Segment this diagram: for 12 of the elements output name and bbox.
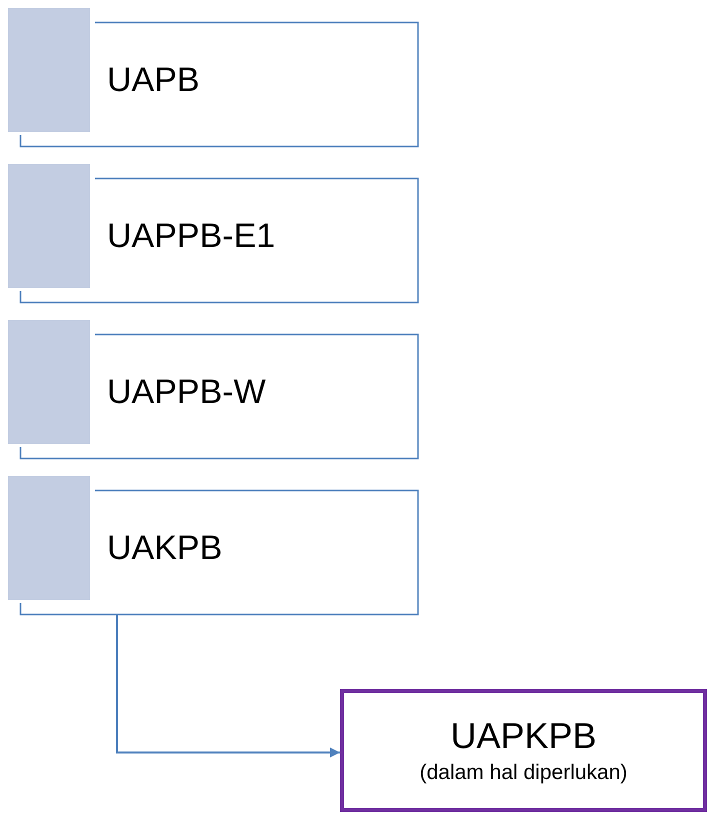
process-box xyxy=(8,476,419,615)
arrow xyxy=(116,614,340,758)
process-box xyxy=(8,164,419,303)
process-box xyxy=(340,689,707,812)
process-box xyxy=(8,8,419,147)
box-label: UAPB xyxy=(107,60,200,100)
box-label: UAPPB-E1 xyxy=(107,216,276,256)
box-note: (dalam hal diperlukan) xyxy=(420,760,628,786)
box-title: UAPKPB xyxy=(450,714,597,758)
process-box xyxy=(8,320,419,459)
box-label: UAPPB-W xyxy=(107,372,266,412)
box-label: UAKPB xyxy=(107,528,222,568)
